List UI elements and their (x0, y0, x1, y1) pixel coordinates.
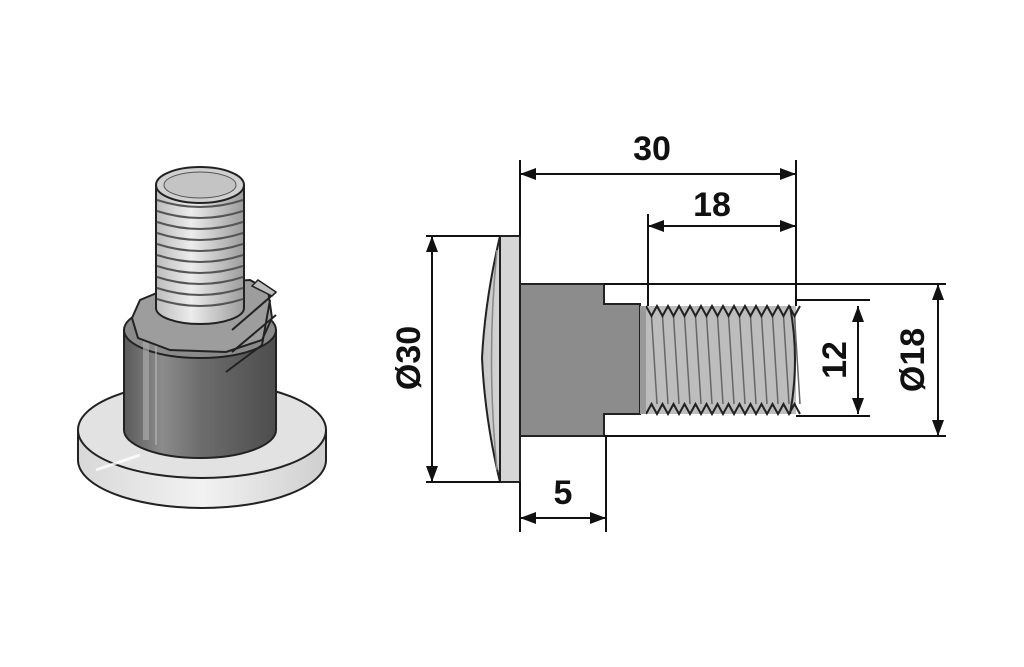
thread-ridge (156, 287, 244, 296)
thread-ridge (156, 265, 244, 274)
thread-flank (705, 315, 713, 405)
thread-ridge (156, 276, 244, 285)
thread-ridge (156, 243, 244, 252)
thread-crest-top (645, 303, 801, 319)
shank (519, 283, 641, 437)
thread-flank (749, 315, 757, 405)
thread-flank (683, 315, 691, 405)
head-flange (499, 235, 521, 483)
thread-flank (672, 315, 680, 405)
thread-ridge (156, 210, 244, 219)
thread-flank (650, 315, 658, 405)
bolt-thread-3d (155, 166, 245, 325)
thread-ridge (156, 232, 244, 241)
thread-flank (694, 315, 702, 405)
thread-teeth (645, 303, 801, 417)
thread-ridge (156, 221, 244, 230)
bolt-side-view (480, 235, 801, 483)
dimension-lines (426, 160, 946, 532)
thread-flank (793, 315, 801, 405)
bolt-3d-view (77, 166, 327, 509)
label-thread-diameter: 12 (816, 341, 854, 379)
thread-flank (716, 315, 724, 405)
label-head-thickness: 5 (554, 474, 573, 512)
dimension-arrows (426, 168, 944, 524)
thread-ridge (156, 254, 244, 263)
thread-ridge (156, 298, 244, 307)
thread-flank (738, 315, 746, 405)
thread-ridge (156, 199, 244, 208)
thread-end (789, 305, 796, 415)
label-thread-length: 18 (693, 186, 731, 224)
thread-flank (727, 315, 735, 405)
label-head-diameter: Ø30 (390, 326, 428, 390)
thread-crest-bottom (645, 401, 801, 417)
thread-flank (782, 315, 790, 405)
thread-flank (771, 315, 779, 405)
label-total-length: 30 (633, 130, 671, 168)
label-shank-diameter: Ø18 (894, 328, 932, 392)
dimension-labels: 30 18 Ø30 12 Ø18 5 (390, 130, 932, 512)
thread-flank (760, 315, 768, 405)
thread-flank (661, 315, 669, 405)
